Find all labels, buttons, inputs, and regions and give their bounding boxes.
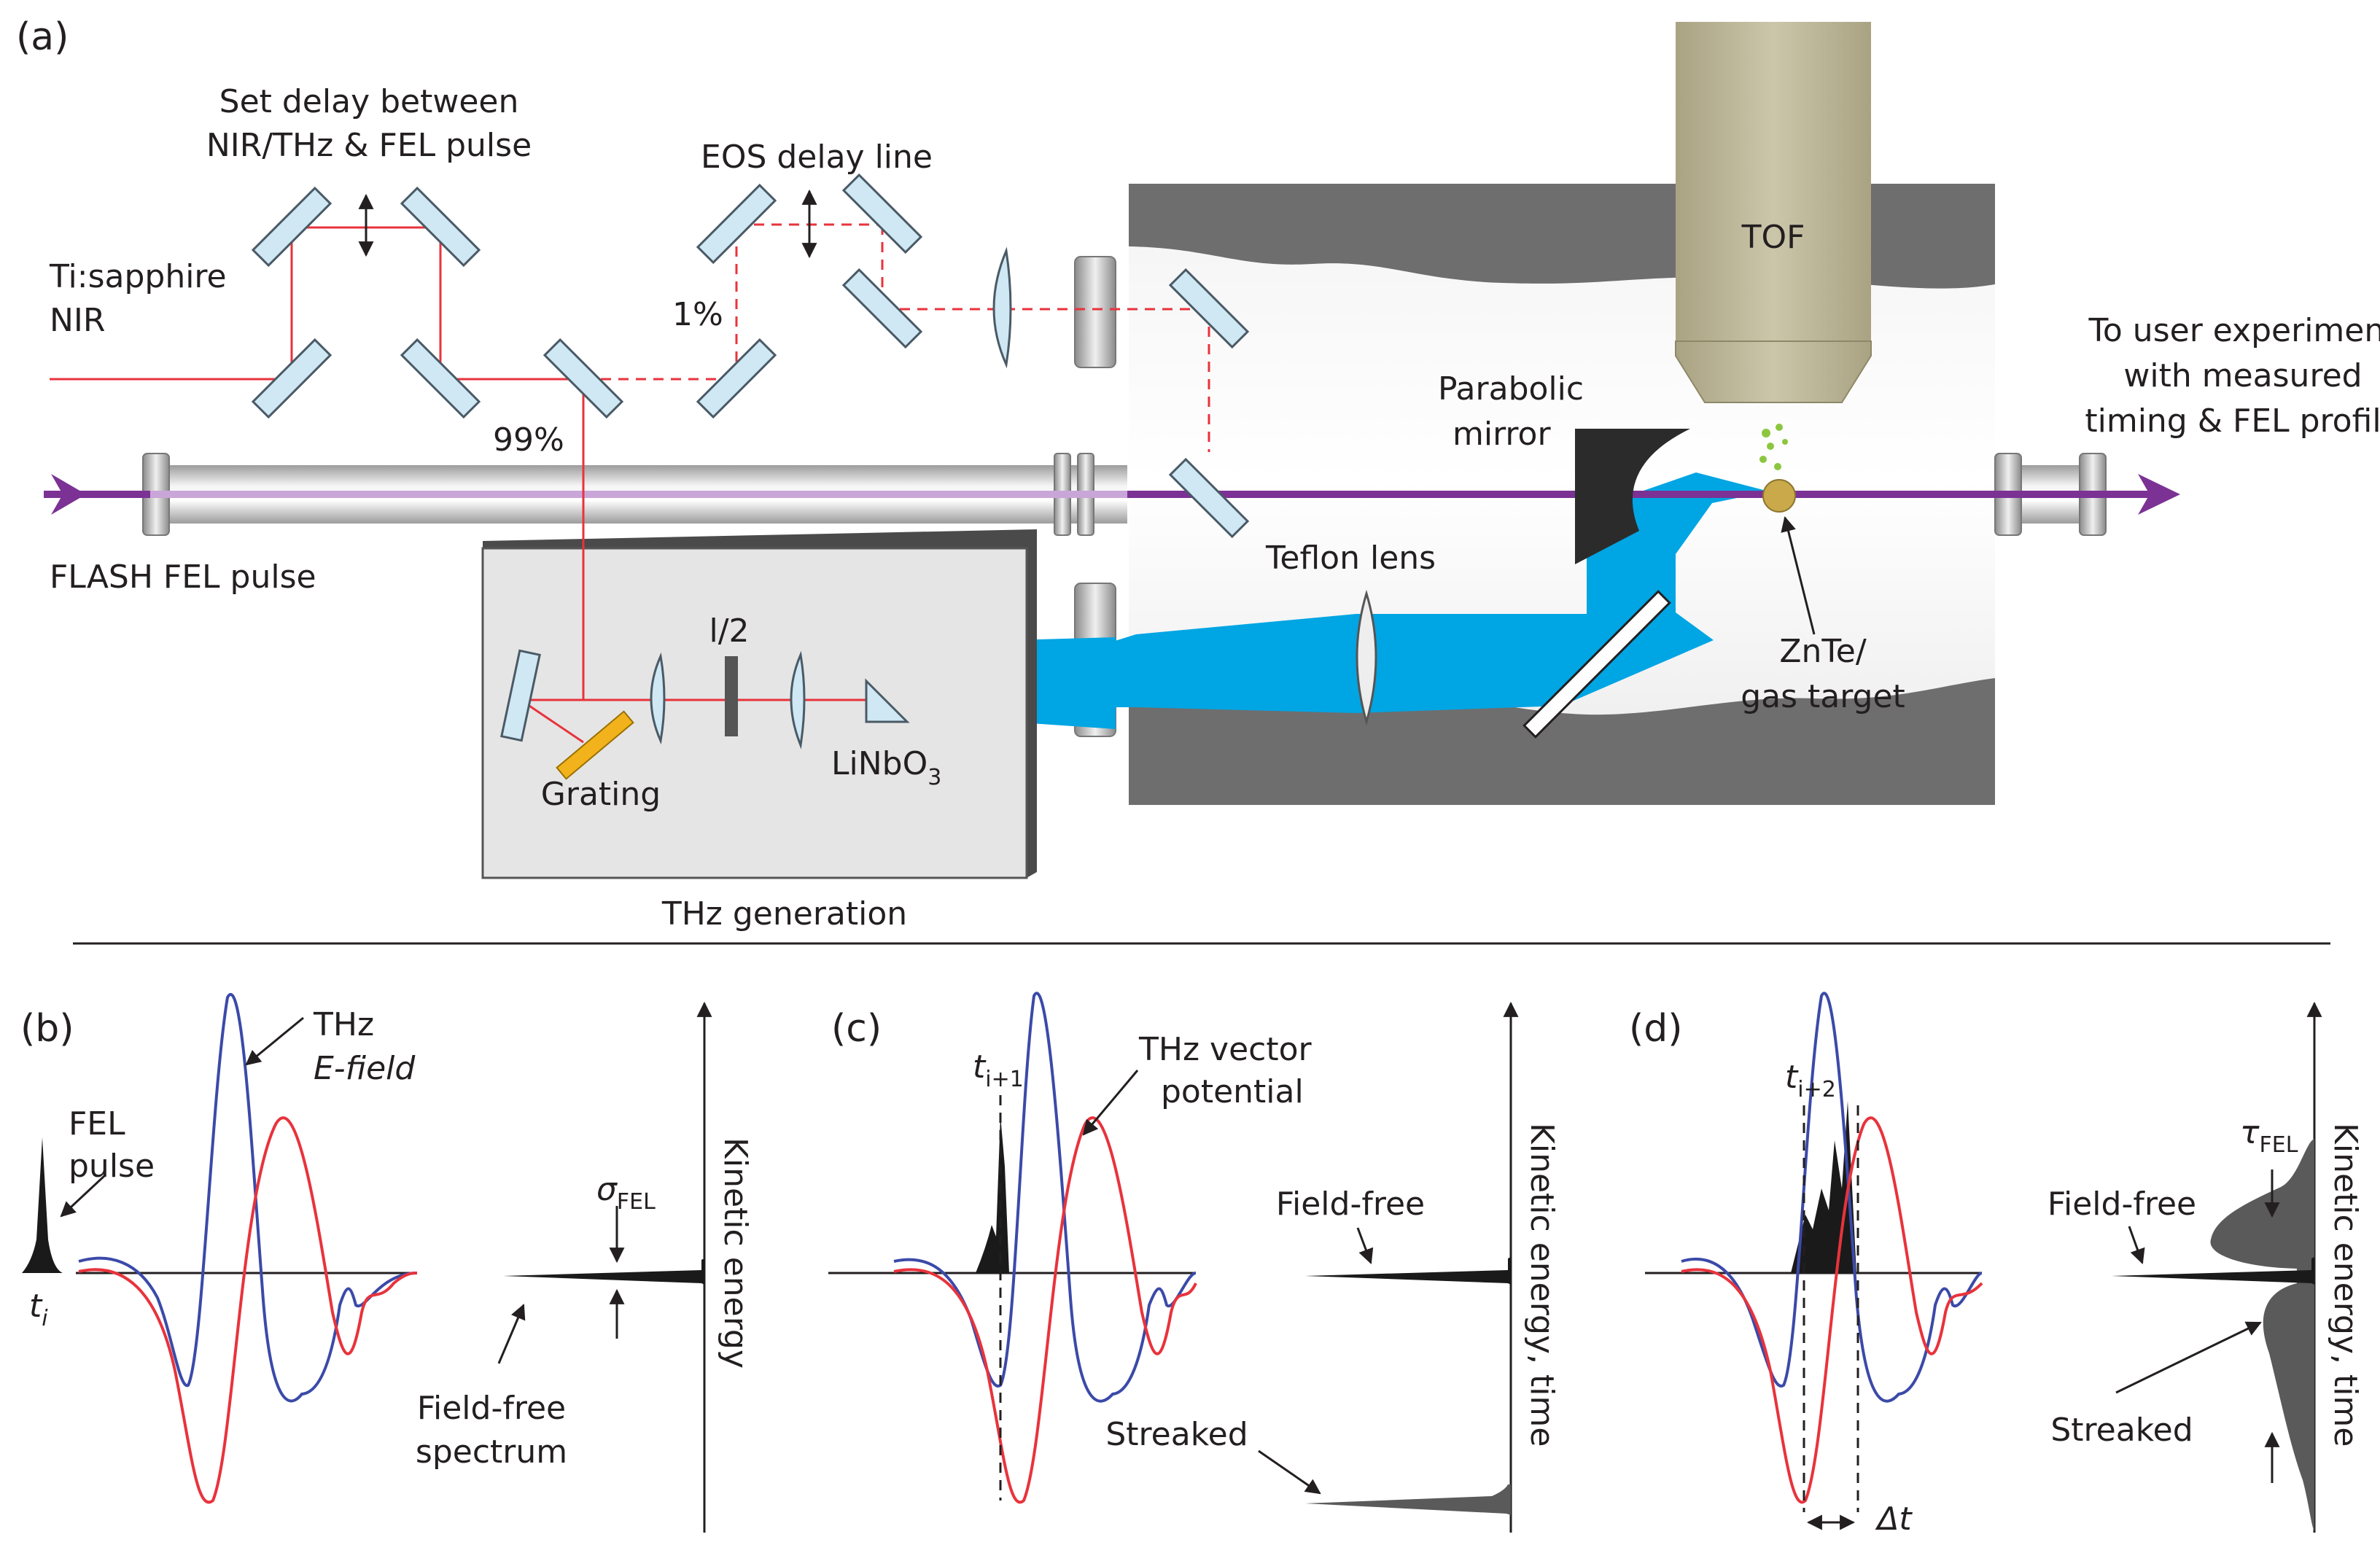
user-experiment-label-line3: timing & FEL profile xyxy=(2085,402,2380,440)
fel-pulse-b xyxy=(22,1137,63,1273)
eos-delay-label: EOS delay line xyxy=(701,139,933,176)
kinetic-energy-time-axis-label-c: Kinetic energy, time xyxy=(1523,1123,1560,1447)
vector-potential-label-c-line2: potential xyxy=(1161,1073,1304,1110)
grating-label: Grating xyxy=(541,776,661,813)
teflon-lens xyxy=(1356,589,1377,726)
field-free-peak-d xyxy=(2112,1257,2314,1285)
fel-pulse-label-b-line1: FEL xyxy=(69,1105,125,1143)
panel-c: (c) ti+1 THz vector potential Field-free… xyxy=(828,992,1560,1533)
thz-generation-box xyxy=(481,529,1037,879)
panel-label-c: (c) xyxy=(831,1007,882,1051)
flash-fel-label: FLASH FEL pulse xyxy=(50,558,316,596)
kinetic-energy-time-axis-label-d: Kinetic energy, time xyxy=(2327,1123,2364,1447)
delta-t-label-d: Δt xyxy=(1875,1501,1913,1538)
panel-b: (b) FEL pulse THz E-field ti σFEL Field-… xyxy=(20,993,754,1533)
target-arrow xyxy=(1781,515,1816,635)
kinetic-energy-axis-label-b: Kinetic energy xyxy=(717,1137,754,1369)
half-wave-label: l/2 xyxy=(709,612,749,650)
half-wave-plate xyxy=(725,656,738,736)
nir-lenses xyxy=(650,246,1012,750)
streaked-peak-c xyxy=(1305,1484,1511,1515)
fel-arrow-right xyxy=(2138,474,2180,515)
panel-label-a: (a) xyxy=(16,15,69,59)
user-experiment-label-line1: To user experiment xyxy=(2088,312,2380,349)
grating xyxy=(556,710,634,780)
fel-pulse-label-b-line2: pulse xyxy=(69,1148,155,1185)
t-i1-label-c: ti+1 xyxy=(973,1048,1024,1092)
linbo3-crystal xyxy=(865,678,910,723)
streaked-profile-d xyxy=(2210,1139,2314,1531)
thz-vector-potential-b xyxy=(78,1116,418,1504)
t-i-label-b: ti xyxy=(29,1288,48,1331)
thz-vector-potential-d xyxy=(1681,1116,1983,1504)
ninety-nine-percent-label: 99% xyxy=(493,421,564,459)
parabolic-mirror xyxy=(1575,429,1690,564)
thz-generation-label: THz generation xyxy=(661,895,907,933)
thz-efield-label-b-line1: THz xyxy=(313,1006,374,1043)
ti-sapphire-label-line2: NIR xyxy=(50,302,105,339)
delay-label-line2: NIR/THz & FEL pulse xyxy=(206,127,532,164)
thz-vector-potential-c xyxy=(893,1116,1197,1504)
streaked-arrow-c xyxy=(1258,1449,1321,1495)
user-experiment-label-line2: with measured xyxy=(2123,357,2362,394)
tof-label: TOF xyxy=(1741,219,1805,256)
delay-label-line1: Set delay between xyxy=(219,83,519,120)
delay-mirrors xyxy=(251,173,1250,742)
tau-fel-label-d: τFEL xyxy=(2240,1114,2298,1158)
target xyxy=(1762,479,1796,513)
field-free-label-c: Field-free xyxy=(1276,1186,1425,1223)
teflon-lens-label: Teflon lens xyxy=(1265,540,1436,577)
fel-arrow-left xyxy=(51,474,86,515)
target-label-line2: gas target xyxy=(1741,678,1905,715)
spectrum-arrow-b xyxy=(497,1304,526,1364)
field-free-arrow-d xyxy=(2128,1226,2145,1264)
fel-pulse-c xyxy=(976,1116,1009,1273)
target-label-line1: ZnTe/ xyxy=(1779,633,1867,670)
field-free-arrow-c xyxy=(1356,1227,1374,1264)
tof-spectrometer: TOF xyxy=(1675,22,1872,470)
thz-efield-b xyxy=(78,993,418,1403)
field-free-spectrum-label-b-line1: Field-free xyxy=(417,1390,566,1427)
panel-label-b: (b) xyxy=(20,1007,74,1051)
parabolic-mirror-label-line1: Parabolic xyxy=(1438,370,1584,408)
streaked-label-d: Streaked xyxy=(2050,1412,2193,1449)
thz-efield-arrow-b xyxy=(245,1016,304,1066)
streaked-arrow-d xyxy=(2115,1321,2262,1394)
fel-pulse-arrow-b xyxy=(60,1174,106,1218)
vector-potential-arrow-c xyxy=(1082,1070,1139,1136)
parabolic-mirror-label-line2: mirror xyxy=(1452,416,1551,453)
gas-particles xyxy=(1759,424,1788,470)
linbo3-label: LiNbO3 xyxy=(831,745,941,790)
thz-beam xyxy=(903,472,1769,713)
ti-sapphire-label-line1: Ti:sapphire xyxy=(49,258,227,295)
field-free-spectrum-label-b-line2: spectrum xyxy=(416,1433,567,1471)
field-free-spectrum-peak-b xyxy=(503,1259,704,1285)
thz-efield-label-b-line2: E-field xyxy=(314,1050,416,1087)
streaked-label-c: Streaked xyxy=(1105,1416,1248,1453)
vector-potential-label-c-line1: THz vector xyxy=(1138,1031,1312,1068)
one-percent-label: 1% xyxy=(672,296,723,333)
thz-mirror-lower xyxy=(1522,590,1671,739)
sigma-fel-label-b: σFEL xyxy=(596,1171,656,1215)
fel-pulse-d xyxy=(1791,1101,1856,1273)
t-i2-label-d: ti+2 xyxy=(1785,1059,1836,1102)
panel-label-d: (d) xyxy=(1629,1007,1683,1051)
field-free-label-d: Field-free xyxy=(2048,1186,2196,1223)
panel-d: (d) ti+2 τFEL Field-free Streaked Δt Kin… xyxy=(1629,992,2364,1538)
field-free-peak-c xyxy=(1305,1257,1511,1285)
